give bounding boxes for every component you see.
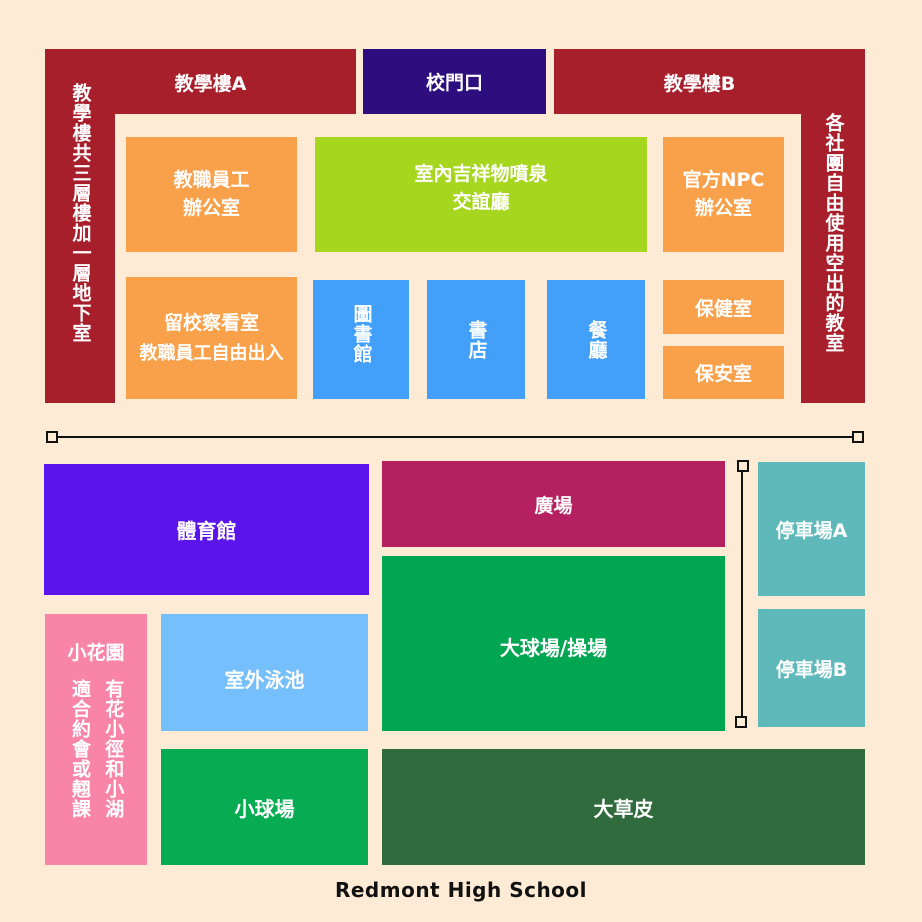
bookstore-label: 書店 [465,319,488,360]
hall-line2: 交誼廳 [452,190,510,213]
building-b-label: 教學樓B [663,73,736,95]
school-gate-label: 校門口 [425,72,483,94]
security-room: 保安室 [663,346,784,399]
hall-line1: 室內吉祥物噴泉 [414,163,548,185]
cafeteria: 餐廳 [547,280,645,399]
small-garden: 小花園 有花小徑和小湖 適合約會或翹課 [45,614,147,865]
outdoor-pool-label: 室外泳池 [224,668,305,692]
bookstore: 書店 [427,280,525,399]
outdoor-pool: 室外泳池 [161,614,368,731]
library-label: 圖書館 [350,304,373,364]
garden-desc-left: 適合約會或翹課 [69,679,91,819]
main-field-label: 大球場/操場 [499,636,608,660]
big-lawn: 大草皮 [382,749,865,865]
big-lawn-label: 大草皮 [593,796,654,821]
right-wing: 各社團自由使用空出的教室 [801,49,865,403]
npc-office-line1: 官方NPC [682,168,765,191]
parking-line-top-node [737,460,749,472]
parking-b-label: 停車場B [775,658,848,681]
staff-office-line1: 教職員工 [173,168,250,191]
small-garden-description: 有花小徑和小湖 適合約會或翹課 [69,679,124,819]
cafeteria-label: 餐廳 [585,319,608,360]
staff-office-line2: 辦公室 [182,196,240,219]
school-gate: 校門口 [363,49,546,114]
main-field: 大球場/操場 [382,556,725,731]
parking-line [741,466,743,722]
left-wing: 教學樓共三層樓加一層地下室 [45,49,115,403]
gymnasium: 體育館 [44,464,369,595]
building-a-label: 教學樓A [174,73,247,95]
mascot-fountain-hall: 室內吉祥物噴泉 交誼廳 [315,137,647,252]
npc-office: 官方NPC 辦公室 [663,137,784,252]
detention-title: 留校察看室 [163,311,259,334]
parking-a: 停車場A [758,462,865,596]
security-room-label: 保安室 [694,363,752,385]
detention-room: 留校察看室 教職員工自由出入 [126,277,297,399]
plaza: 廣場 [382,461,725,547]
detention-note: 教職員工自由出入 [139,342,284,364]
health-room: 保健室 [663,280,784,334]
library: 圖書館 [313,280,409,399]
divider-right-node [852,431,864,443]
staff-office: 教職員工 辦公室 [126,137,297,252]
small-court: 小球場 [161,749,368,865]
left-wing-label: 教學樓共三層樓加一層地下室 [69,83,92,343]
small-garden-title: 小花園 [67,642,125,664]
plaza-label: 廣場 [534,494,573,517]
divider-line [52,436,858,438]
small-court-label: 小球場 [234,796,295,821]
right-wing-label: 各社團自由使用空出的教室 [822,113,845,353]
school-name-footer: Redmont High School [334,878,588,902]
npc-office-line2: 辦公室 [694,196,752,219]
divider-left-node [46,431,58,443]
parking-b: 停車場B [758,609,865,727]
parking-line-bottom-node [735,716,747,728]
parking-a-label: 停車場A [775,519,848,542]
health-room-label: 保健室 [694,297,752,320]
gymnasium-label: 體育館 [176,519,237,543]
garden-desc-right: 有花小徑和小湖 [102,679,125,819]
